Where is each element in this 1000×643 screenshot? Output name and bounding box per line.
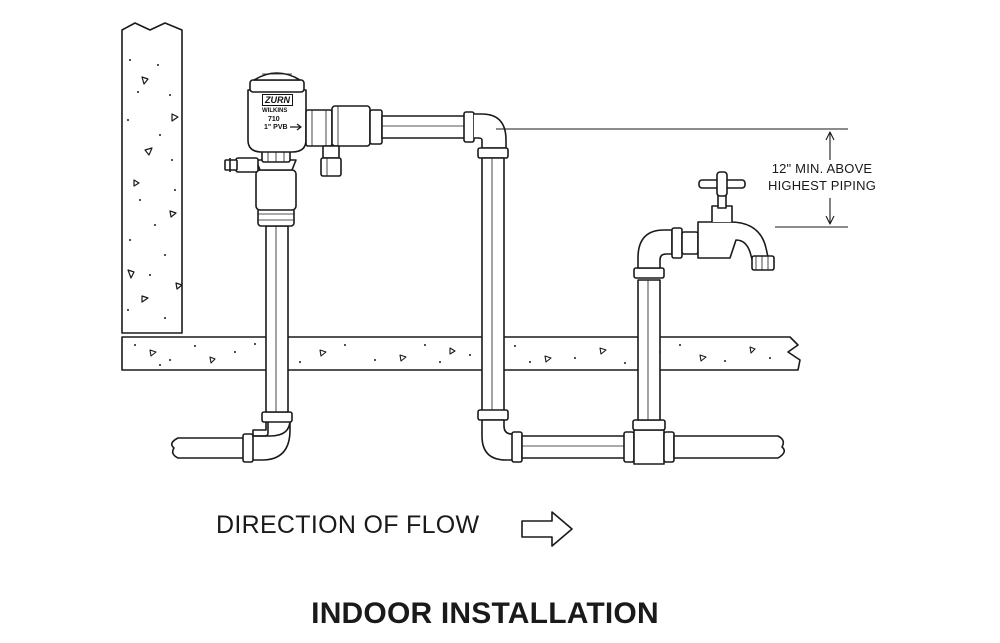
slab-aggregate (149, 346, 756, 364)
down-pipe (481, 157, 505, 413)
clearance-line-1: 12" MIN. ABOVE (771, 161, 873, 176)
clearance-dimension (496, 128, 848, 228)
pressure-vacuum-breaker-valve (224, 72, 383, 227)
elbow-collar (477, 147, 509, 159)
clearance-note: 12" MIN. ABOVE HIGHEST PIPING (752, 160, 892, 194)
concrete-floor-slab (121, 336, 801, 371)
elbow-collar (463, 111, 475, 143)
outlet-pipe (673, 435, 786, 459)
diagram-title: INDOOR INSTALLATION (311, 597, 659, 630)
elbow-collar (671, 227, 683, 259)
tee-fitting (623, 419, 675, 465)
elbow-collar (242, 433, 254, 463)
valve-brand: ZURN (262, 94, 293, 106)
valve-model: 710 (268, 116, 280, 123)
supply-pipe (170, 437, 246, 459)
valve-size-type: 1" PVB (264, 124, 288, 131)
faucet-elbow (637, 229, 673, 269)
elbow-collar (477, 409, 509, 421)
flow-direction-label: DIRECTION OF FLOW (216, 511, 480, 539)
wall-aggregate (127, 76, 183, 303)
lower-mid-elbow (481, 419, 515, 461)
riser-pipe-left (265, 225, 289, 413)
hose-bibb-faucet (697, 171, 775, 271)
elbow-collar (511, 431, 523, 463)
horizontal-pipe-upper (381, 115, 467, 139)
bottom-pipe (521, 435, 627, 459)
valve-sub-brand: WILKINS (262, 108, 288, 114)
concrete-wall (121, 22, 183, 334)
flow-arrow-icon (521, 511, 573, 547)
wall-dots (127, 59, 176, 319)
elbow-collar (633, 267, 665, 279)
upper-right-elbow (474, 113, 507, 149)
clearance-line-2: HIGHEST PIPING (767, 178, 877, 193)
faucet-nipple (681, 231, 699, 255)
elbow-collar (261, 411, 293, 423)
riser-pipe-right (637, 279, 661, 421)
